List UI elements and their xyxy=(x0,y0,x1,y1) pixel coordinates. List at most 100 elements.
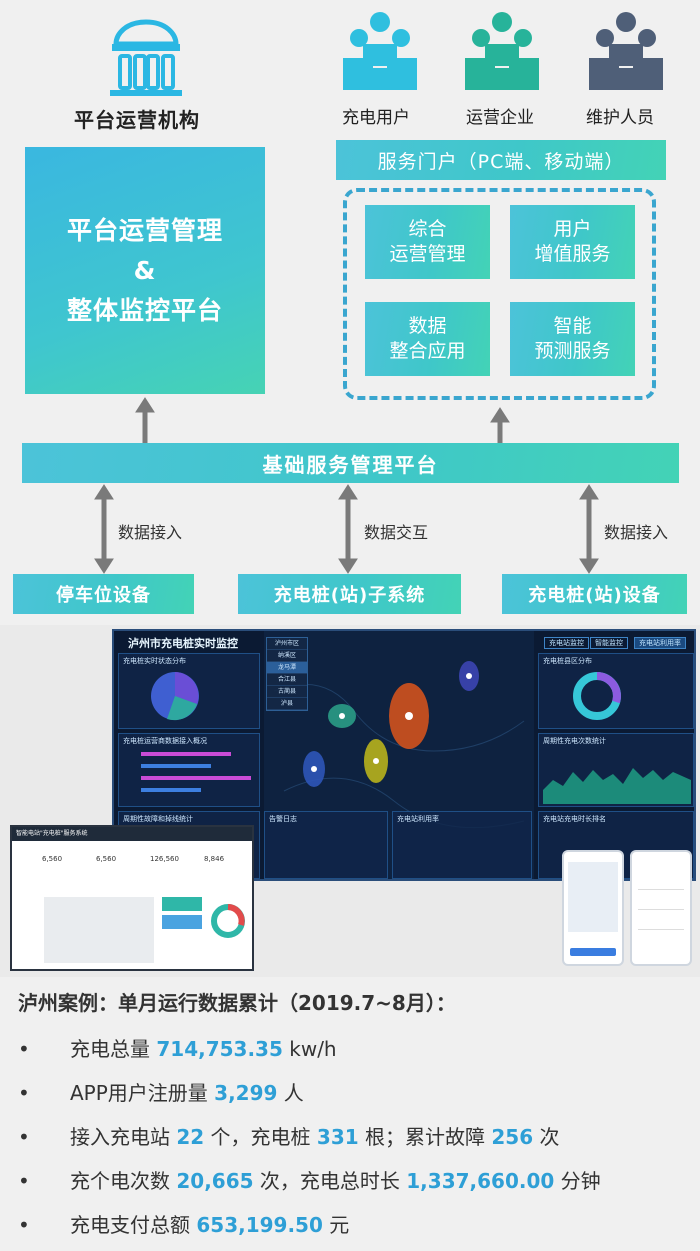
role-label-operator: 运营企业 xyxy=(466,108,534,128)
device-charging-pile: 充电桩(站)设备 xyxy=(502,574,687,614)
arrow-label-data-exchange: 数据交互 xyxy=(364,523,429,542)
service-smart-prediction: 智能 预测服务 xyxy=(510,302,635,376)
bullet-text: 接入充电站 22 个，充电桩 331 根；累计故障 256 次 xyxy=(70,1125,560,1149)
service-line: 增值服务 xyxy=(534,243,611,265)
service-data-integration: 数据 整合应用 xyxy=(365,302,490,376)
panel-charge-count: 周期性充电次数统计 xyxy=(538,733,694,807)
bullet-text: 充电支付总额 653,199.50 元 xyxy=(70,1213,349,1237)
service-line: 整合应用 xyxy=(389,340,466,362)
bullet-segment: 充电支付总额 xyxy=(70,1213,197,1237)
service-line: 数据 xyxy=(408,315,447,337)
highlight-value: 653,199.50 xyxy=(196,1213,323,1237)
highlight-value: 22 xyxy=(176,1125,205,1149)
bullet-segment: APP用户注册量 xyxy=(70,1081,215,1105)
panel-title: 充电桩运营商数据接入概况 xyxy=(123,737,207,745)
big-box-line-3: 整体监控平台 xyxy=(66,295,223,325)
laptop-header: 智能电站"充电桩"服务系统 xyxy=(12,827,252,841)
service-line: 用户 xyxy=(553,218,592,240)
operator-company-icon xyxy=(465,12,539,90)
highlight-value: 331 xyxy=(316,1125,359,1149)
district-item[interactable]: 古蔺县 xyxy=(267,686,307,698)
district-item[interactable]: 泸县 xyxy=(267,698,307,710)
service-line: 智能 xyxy=(553,315,592,337)
monitor-tab[interactable]: 充电站监控 xyxy=(544,637,589,649)
panel-alarm-log: 告警日志 xyxy=(264,811,388,879)
charging-user-icon xyxy=(343,12,417,90)
area-chart-icon xyxy=(543,768,691,804)
panel-title: 周期性故障和掉线统计 xyxy=(123,815,193,823)
panel-county-distribution: 充电桩县区分布 xyxy=(538,653,694,729)
highlight-value: 714,753.35 xyxy=(156,1037,283,1061)
panel-title: 充电站充电时长排名 xyxy=(543,815,606,823)
bullet-segment: 次 xyxy=(533,1125,560,1149)
bullet-segment: 元 xyxy=(322,1213,350,1237)
panel-title: 周期性充电次数统计 xyxy=(543,737,606,745)
case-title: 泸州案例：单月运行数据累计（2019.7~8月）： xyxy=(18,991,456,1015)
district-item[interactable]: 泸州市区 xyxy=(267,638,307,650)
district-item[interactable]: 合江县 xyxy=(267,674,307,686)
bullet-item: •充电总量 714,753.35 kw/h xyxy=(18,1037,337,1061)
bullet-segment: 根；累计故障 xyxy=(358,1125,492,1149)
laptop-map xyxy=(44,897,154,963)
role-label-maintenance: 维护人员 xyxy=(586,108,654,128)
mobile-app-list xyxy=(630,850,692,966)
monitor-tab[interactable]: 充电站利用率 xyxy=(634,637,686,649)
highlight-value: 20,665 xyxy=(176,1169,254,1193)
bullet-segment: 次，充电总时长 xyxy=(253,1169,407,1193)
device-parking: 停车位设备 xyxy=(13,574,194,614)
highlight-value: 256 xyxy=(491,1125,534,1149)
stat-value: 6,560 xyxy=(42,855,63,863)
laptop-donut-icon xyxy=(211,904,245,938)
institution-building-icon xyxy=(110,19,182,96)
arrow-label-data-access: 数据接入 xyxy=(118,523,183,542)
district-item[interactable]: 纳溪区 xyxy=(267,650,307,662)
system-screenshots: 泸州市充电桩实时监控 充电站监控 智能监控 充电站利用率 泸州市区 纳溪区 龙马… xyxy=(0,625,700,977)
arrow-label-data-access: 数据接入 xyxy=(604,523,669,542)
bullet-item: •充电支付总额 653,199.50 元 xyxy=(18,1213,350,1237)
bullet-segment: 充个电次数 xyxy=(70,1169,177,1193)
panel-title: 充电桩县区分布 xyxy=(543,657,592,665)
laptop-web-console: 智能电站"充电桩"服务系统 6,560 6,560 126,560 8,846 xyxy=(10,825,254,971)
service-line: 预测服务 xyxy=(534,340,611,362)
panel-title: 充电站利用率 xyxy=(397,815,439,823)
bullet-segment: 个，充电桩 xyxy=(204,1125,317,1149)
district-item[interactable]: 龙马潭 xyxy=(267,662,307,674)
bullet-item: •充个电次数 20,665 次，充电总时长 1,337,660.00 分钟 xyxy=(18,1169,601,1193)
org-label: 平台运营机构 xyxy=(74,108,200,132)
stat-value: 8,846 xyxy=(204,855,225,863)
operation-monitor-platform: 平台运营管理 & 整体监控平台 xyxy=(25,147,265,394)
service-line: 运营管理 xyxy=(389,243,466,265)
panel-title: 告警日志 xyxy=(269,815,297,823)
role-label-user: 充电用户 xyxy=(342,108,410,128)
bullet-segment: 接入充电站 xyxy=(70,1125,177,1149)
architecture-diagram: 平台运营机构 充电用户 运营企业 维护人员 平台运营管理 & 整体监控平台 服务… xyxy=(0,0,700,625)
service-line: 综合 xyxy=(408,218,447,240)
highlight-value: 1,337,660.00 xyxy=(406,1169,555,1193)
bullet-item: •接入充电站 22 个，充电桩 331 根；累计故障 256 次 xyxy=(18,1125,560,1149)
maintenance-staff-icon xyxy=(589,12,663,90)
bullet-segment: 人 xyxy=(277,1081,304,1105)
service-user-value-added: 用户 增值服务 xyxy=(510,205,635,279)
connector-arrows xyxy=(94,397,599,574)
monitor-tab[interactable]: 智能监控 xyxy=(590,637,628,649)
bullet-text: APP用户注册量 3,299 人 xyxy=(70,1081,304,1105)
panel-operator-access: 充电桩运营商数据接入概况 xyxy=(118,733,260,807)
pie-chart-icon xyxy=(151,672,199,721)
service-integrated-operation: 综合 运营管理 xyxy=(365,205,490,279)
bullet-segment: kw/h xyxy=(282,1037,337,1061)
bullet-segment: 充电总量 xyxy=(70,1037,157,1061)
device-charging-subsystem: 充电桩(站)子系统 xyxy=(238,574,461,614)
bullet-text: 充个电次数 20,665 次，充电总时长 1,337,660.00 分钟 xyxy=(70,1169,601,1193)
stat-value: 126,560 xyxy=(150,855,179,863)
bullet-item: •APP用户注册量 3,299 人 xyxy=(18,1081,304,1105)
bullet-text: 充电总量 714,753.35 kw/h xyxy=(70,1037,337,1061)
mobile-app-map xyxy=(562,850,624,966)
service-group-frame xyxy=(343,188,656,400)
district-menu: 泸州市区 纳溪区 龙马潭 合江县 古蔺县 泸县 xyxy=(266,637,308,711)
monitor-title: 泸州市充电桩实时监控 xyxy=(128,637,238,650)
base-service-platform: 基础服务管理平台 xyxy=(22,443,679,483)
service-portal: 服务门户（PC端、移动端） xyxy=(336,140,666,180)
highlight-value: 3,299 xyxy=(214,1081,278,1105)
panel-title: 充电桩实时状态分布 xyxy=(123,657,186,665)
big-box-line-1: 平台运营管理 xyxy=(66,215,223,245)
